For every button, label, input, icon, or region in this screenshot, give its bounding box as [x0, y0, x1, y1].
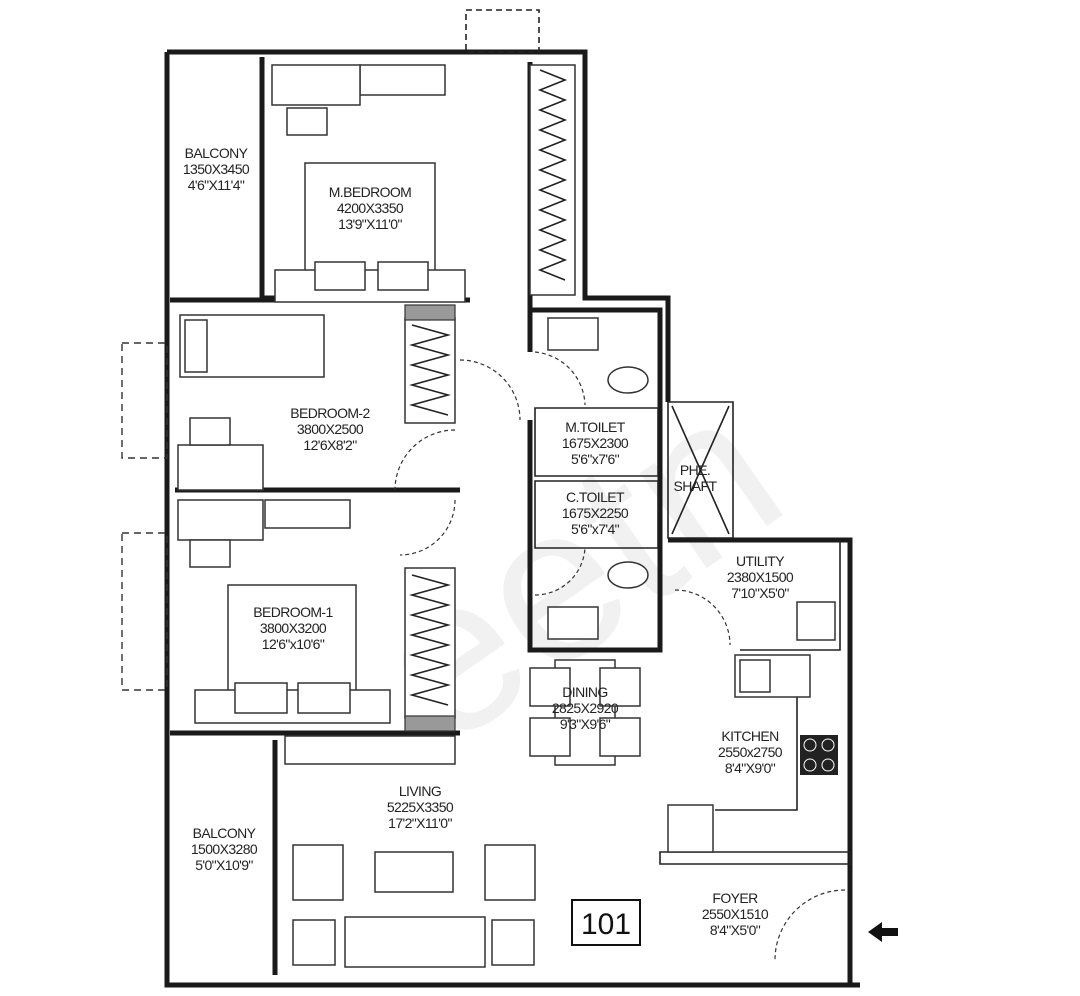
svg-text:2380X1500: 2380X1500	[727, 569, 794, 585]
svg-text:SHAFT: SHAFT	[674, 478, 718, 494]
svg-text:2825X2920: 2825X2920	[552, 700, 619, 716]
svg-text:9'3"X9'6": 9'3"X9'6"	[560, 716, 611, 732]
svg-text:4200X3350: 4200X3350	[337, 200, 404, 216]
svg-text:8'4"X9'0": 8'4"X9'0"	[725, 760, 776, 776]
svg-text:3800X3200: 3800X3200	[260, 620, 327, 636]
room-master-bedroom: M.BEDROOM 4200X3350 13'9"X11'0"	[329, 184, 412, 232]
svg-text:1675X2300: 1675X2300	[562, 435, 629, 451]
svg-text:12'6X8'2": 12'6X8'2"	[303, 437, 357, 453]
room-utility: UTILITY 2380X1500 7'10"X5'0"	[727, 553, 795, 601]
doors	[394, 351, 846, 961]
svg-text:5225X3350: 5225X3350	[387, 799, 454, 815]
svg-text:M.TOILET: M.TOILET	[565, 419, 626, 435]
svg-text:BEDROOM-2: BEDROOM-2	[290, 405, 370, 421]
svg-text:5'0"X10'9": 5'0"X10'9"	[195, 857, 253, 873]
furniture	[177, 64, 838, 968]
svg-text:1675X2250: 1675X2250	[562, 505, 629, 521]
svg-text:7'10"X5'0": 7'10"X5'0"	[731, 585, 789, 601]
unit-number-badge: 101	[571, 899, 641, 946]
svg-text:3800X2500: 3800X2500	[297, 421, 364, 437]
svg-text:5'6"x7'6": 5'6"x7'6"	[571, 451, 620, 467]
room-m-toilet: M.TOILET 1675X2300 5'6"x7'6"	[562, 419, 630, 467]
stove-icon	[800, 735, 838, 775]
room-bedroom-2: BEDROOM-2 3800X2500 12'6X8'2"	[290, 405, 371, 453]
svg-text:FOYER: FOYER	[712, 890, 758, 906]
room-foyer: FOYER 2550X1510 8'4"X5'0"	[702, 890, 770, 938]
svg-text:101: 101	[581, 908, 631, 941]
svg-text:C.TOILET: C.TOILET	[566, 489, 625, 505]
svg-text:M.BEDROOM: M.BEDROOM	[329, 184, 412, 200]
svg-text:12'6"x10'6": 12'6"x10'6"	[262, 636, 325, 652]
svg-text:KITCHEN: KITCHEN	[721, 728, 778, 744]
room-balcony-top: BALCONY 1350X3450 4'6"X11'4"	[183, 145, 251, 193]
svg-text:8'4"X5'0": 8'4"X5'0"	[710, 922, 761, 938]
svg-text:2550x2750: 2550x2750	[718, 744, 783, 760]
svg-text:13'9"X11'0": 13'9"X11'0"	[338, 216, 402, 232]
wardrobes	[264, 64, 576, 765]
svg-text:4'6"X11'4": 4'6"X11'4"	[188, 177, 245, 193]
room-c-toilet: C.TOILET 1675X2250 5'6"x7'4"	[562, 489, 630, 537]
svg-text:2550X1510: 2550X1510	[702, 906, 769, 922]
svg-text:5'6"x7'4": 5'6"x7'4"	[571, 521, 620, 537]
room-balcony-bottom: BALCONY 1500X3280 5'0"X10'9"	[191, 825, 259, 873]
svg-text:1350X3450: 1350X3450	[183, 161, 250, 177]
svg-text:LIVING: LIVING	[399, 783, 441, 799]
room-living: LIVING 5225X3350 17'2"X11'0"	[387, 783, 455, 831]
svg-text:17'2"X11'0": 17'2"X11'0"	[388, 815, 452, 831]
svg-text:DINING: DINING	[562, 684, 607, 700]
arrow-left-icon	[868, 922, 898, 942]
room-kitchen: KITCHEN 2550x2750 8'4"X9'0"	[718, 728, 783, 776]
svg-text:BALCONY: BALCONY	[185, 145, 249, 161]
room-phe-shaft: PHE. SHAFT	[674, 462, 719, 494]
room-bedroom-1: BEDROOM-1 3800X3200 12'6"x10'6"	[253, 604, 334, 652]
svg-text:UTILITY: UTILITY	[736, 553, 785, 569]
svg-text:BEDROOM-1: BEDROOM-1	[253, 604, 333, 620]
svg-text:PHE.: PHE.	[680, 462, 710, 478]
room-dining: DINING 2825X2920 9'3"X9'6"	[552, 684, 620, 732]
svg-text:BALCONY: BALCONY	[193, 825, 257, 841]
svg-text:1500X3280: 1500X3280	[191, 841, 258, 857]
